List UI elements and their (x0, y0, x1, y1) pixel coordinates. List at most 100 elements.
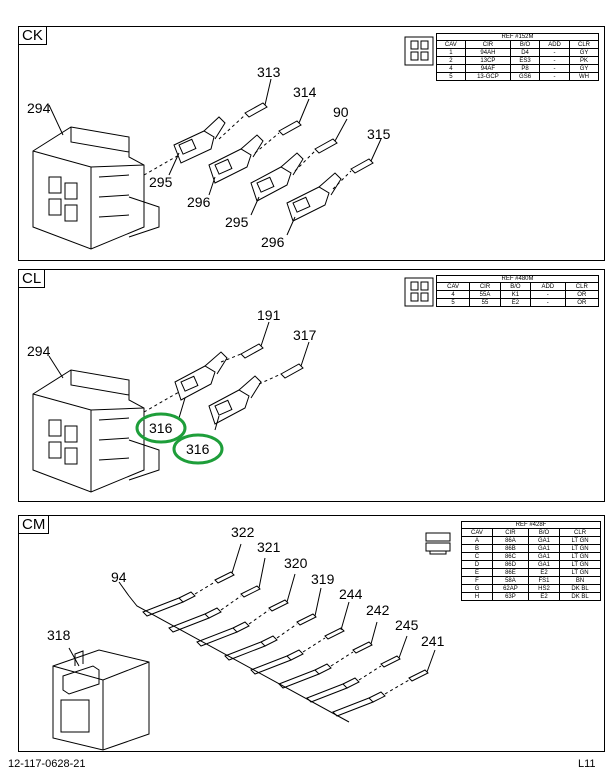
table-cell: 86D (491, 560, 529, 569)
table-cell: ES3 (510, 56, 541, 65)
callout-label: 295 (149, 174, 173, 190)
table-cell: GA1 (527, 560, 561, 569)
callout-label: 94 (111, 569, 127, 585)
table-cell: 5 (435, 298, 471, 307)
callout-label: 316 (186, 441, 210, 457)
table-header: CAV CIR B/O CLR (461, 528, 601, 537)
callout-label: 241 (421, 633, 445, 649)
reference-title: REF #152M (436, 33, 599, 40)
callout-label: 322 (231, 524, 255, 540)
table-cell: LT GN (559, 544, 601, 553)
table-cell: H (461, 592, 493, 601)
table-cell: LT GN (559, 536, 601, 545)
column-header: CIR (469, 282, 501, 291)
table-cell: HS2 (527, 584, 561, 593)
callout-label: 313 (257, 64, 281, 80)
table-cell: B (461, 544, 493, 553)
terminal-group-bracket (128, 595, 350, 723)
table-cell: DK BL (559, 584, 601, 593)
column-header: CLR (559, 528, 601, 537)
seal-191 (240, 343, 264, 359)
table-cell: D (461, 560, 493, 569)
terminal-295-a (173, 116, 226, 164)
table-cell: GY (569, 64, 599, 73)
table-cell: FS1 (527, 576, 561, 585)
callout-label: 242 (366, 602, 390, 618)
seal-row (214, 571, 429, 682)
callout-label: 245 (395, 617, 419, 633)
reference-title: REF #480M (436, 275, 599, 282)
table-cell: OR (564, 290, 600, 299)
callout-label: 315 (367, 126, 391, 142)
part-number: 12-117-0628-21 (8, 758, 86, 770)
table-cell: 63P (491, 592, 529, 601)
table-cell: BN (559, 576, 601, 585)
callout-label: 317 (293, 327, 317, 343)
table-cell: - (539, 72, 571, 81)
table-cell: K1 (499, 290, 531, 299)
table-cell: LT GN (559, 568, 601, 577)
column-header: CAV (435, 282, 471, 291)
highlight-circles (135, 412, 224, 465)
table-cell: PK (569, 56, 599, 65)
table-header: CAV CIR B/O ADD CLR (436, 40, 599, 49)
seal-317 (280, 363, 304, 379)
terminal-296-b (286, 172, 342, 222)
table-cell: 13CP (464, 56, 512, 65)
terminal-316-a (174, 351, 228, 401)
seal-90 (314, 138, 338, 154)
seal-314 (278, 120, 302, 136)
column-header: CAV (461, 528, 493, 537)
table-cell: 13-GCP (464, 72, 512, 81)
table-cell: 5 (436, 72, 466, 81)
highlight-circle-316-a (135, 412, 187, 444)
column-header: CLR (569, 40, 599, 49)
table-cell: F (461, 576, 493, 585)
table-cell: E (461, 568, 493, 577)
callout-label: 90 (333, 104, 349, 120)
table-cell: LT GN (559, 560, 601, 569)
table-cell: GA1 (527, 544, 561, 553)
callout-label: 294 (27, 100, 51, 116)
table-cell: - (529, 298, 566, 307)
table-cell: D4 (510, 48, 541, 57)
seal-315 (350, 158, 374, 174)
table-cell: C (461, 552, 493, 561)
column-header: CLR (564, 282, 600, 291)
terminal-row (142, 591, 386, 717)
table-cell: 55A (469, 290, 501, 299)
connector-housing-318 (52, 649, 150, 751)
callout-label: 321 (257, 539, 281, 555)
callout-label: 314 (293, 84, 317, 100)
callout-label: 294 (27, 343, 51, 359)
connector-housing-294 (32, 126, 160, 250)
table-header: CAV CIR B/O ADD CLR (435, 282, 600, 291)
table-cell: GS6 (510, 72, 541, 81)
table-cell: 86A (491, 536, 529, 545)
table-cell: 86B (491, 544, 529, 553)
table-cell: - (539, 48, 571, 57)
highlight-circle-316-b (172, 433, 224, 465)
panel-tag: CL (19, 270, 46, 288)
panel-tag: CK (19, 27, 47, 45)
callout-label: 320 (284, 555, 308, 571)
table-cell: E2 (527, 568, 561, 577)
table-cell: GA1 (527, 536, 561, 545)
connector-housing-294 (32, 369, 160, 493)
cavity-diagram-icon (404, 277, 434, 307)
table-cell: - (529, 290, 566, 299)
table-cell: 62AP (491, 584, 529, 593)
table-cell: GY (569, 48, 599, 57)
